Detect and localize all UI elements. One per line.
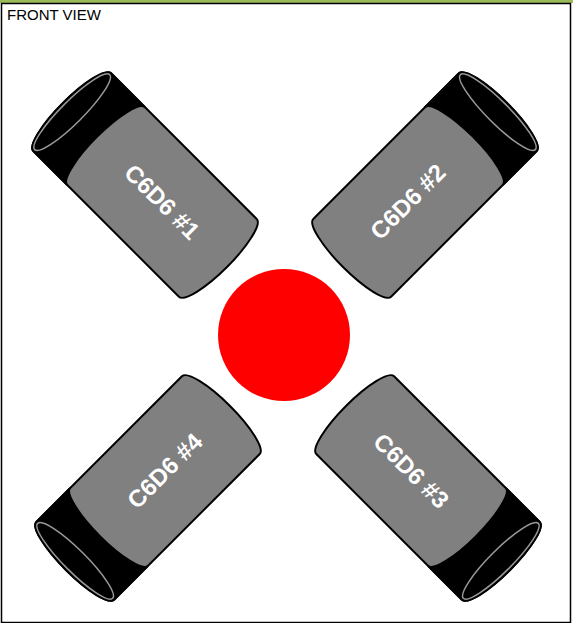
view-title: FRONT VIEW: [7, 6, 101, 23]
cylinder-body: [27, 367, 269, 609]
cylinder-body: [24, 64, 266, 306]
cylinder-end-face: [456, 516, 547, 607]
cylinder-body: [307, 367, 549, 609]
cylinder-cap: [425, 64, 546, 185]
frame: [2, 4, 571, 623]
cylinder-cap: [24, 64, 145, 185]
cylinder-end-face: [30, 516, 121, 607]
sample-disc: [218, 269, 350, 401]
cylinder-body: [304, 64, 546, 306]
cylinder-end-face: [27, 67, 118, 158]
cylinder-cap: [428, 488, 549, 609]
cylinder-end-face: [453, 67, 544, 158]
cylinder-cap: [27, 488, 148, 609]
top-strip: [0, 0, 573, 3]
